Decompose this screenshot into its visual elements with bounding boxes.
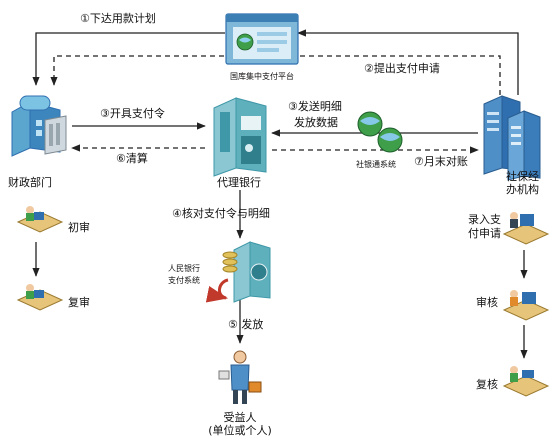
platform-label: 国库集中支付平台 (230, 72, 294, 81)
vault-safe-icon (205, 241, 271, 303)
social-bank-globe-icon (357, 111, 403, 153)
desk-worker-icon-review (16, 284, 64, 311)
step-6-label: ⑥清算 (116, 152, 148, 165)
beneficiary-label-line1: 受益人 (223, 411, 257, 424)
edge-issue-plan (32, 32, 225, 86)
step-4-label: ④核对支付令与明细 (172, 207, 270, 220)
re-review-label: 复审 (68, 296, 90, 309)
desk-worker-icon-initial (16, 206, 64, 233)
social-security-label-line1: 社保经 (506, 170, 539, 183)
step-3b-label-line1: ③发送明细 (288, 100, 342, 113)
finance-building-icon (11, 95, 67, 157)
pboc-label-line2: 支付系统 (168, 276, 200, 285)
platform-window-icon (225, 13, 299, 65)
finance-label: 财政部门 (8, 176, 52, 189)
initial-review-label: 初审 (68, 221, 90, 234)
step-3a-label: ③开具支付令 (100, 107, 165, 120)
desk-worker-icon-recheck (502, 366, 550, 397)
bank-building-icon (213, 97, 267, 177)
social-bank-system-label: 社银通系统 (356, 160, 396, 169)
desk-worker-icon-audit (502, 290, 550, 321)
social-security-label-line2: 办机构 (506, 183, 539, 196)
step-1-label: ①下达用款计划 (80, 12, 156, 25)
person-icon (218, 350, 262, 404)
audit-label: 审核 (476, 296, 498, 309)
desk-worker-icon-entry (502, 212, 550, 245)
step-2-label: ②提出支付申请 (364, 62, 440, 75)
entry-label-line1: 录入支 (468, 213, 501, 226)
server-rack-icon (483, 95, 541, 181)
beneficiary-label-line2: (单位或个人) (208, 424, 272, 437)
step-5-label: ⑤ 发放 (228, 318, 264, 331)
bank-label: 代理银行 (217, 176, 261, 189)
step-3b-label-line2: 发放数据 (294, 116, 338, 129)
recheck-label: 复核 (476, 378, 498, 391)
edge-apply-payment (297, 29, 519, 95)
entry-label-line2: 付申请 (468, 227, 501, 240)
pboc-label-line1: 人民银行 (168, 264, 200, 273)
step-7-label: ⑦月末对账 (414, 155, 468, 168)
